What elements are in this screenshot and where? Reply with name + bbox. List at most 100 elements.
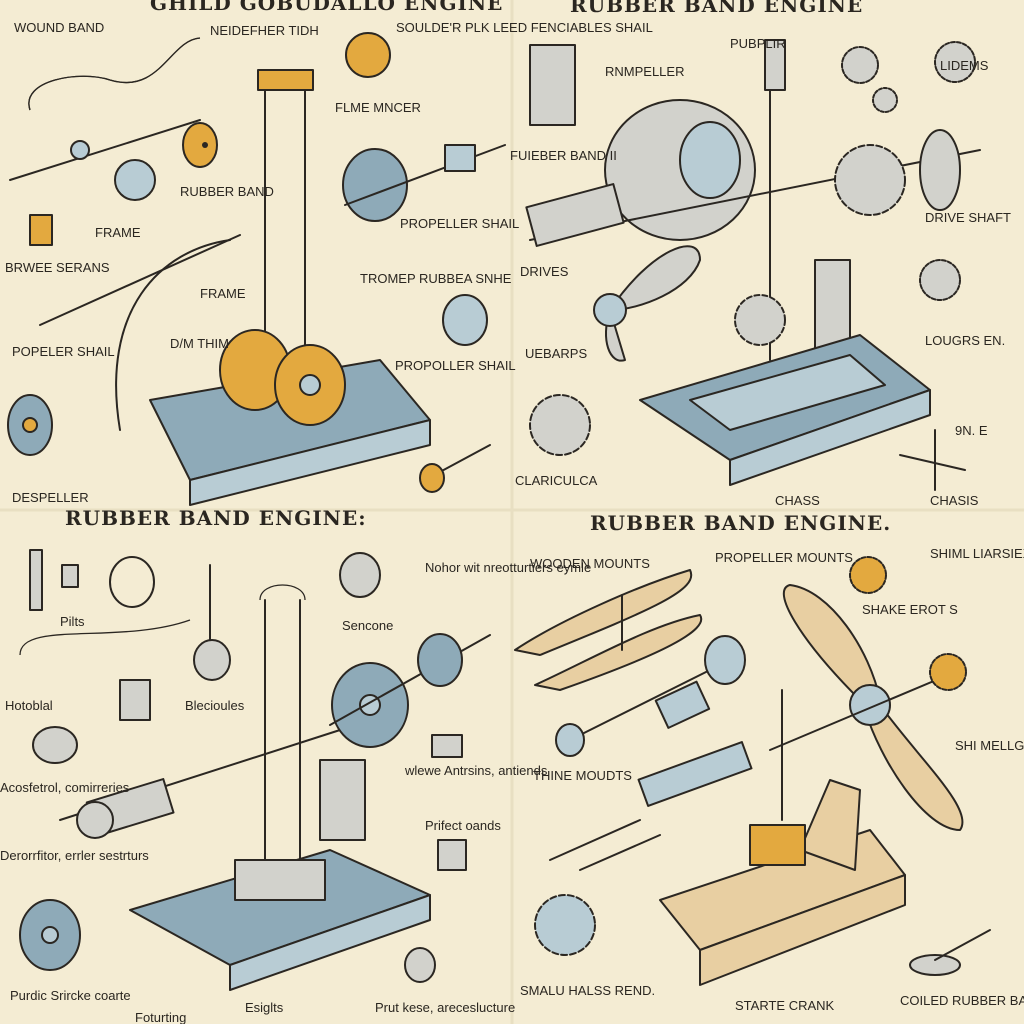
propeller-blade-icon [782,584,881,701]
cross-shaft-icon [899,454,966,471]
shaft-icon [9,119,201,181]
label-nohor: Nohor wit nreotturtiers eymle [425,560,591,575]
brass-fitting-icon [29,214,53,246]
top-bracket-icon [257,69,314,91]
chassis-base-side [729,389,931,486]
label-chass: CHASS [775,493,820,508]
label-shake-erot: SHAKE EROT S [862,602,958,617]
label-purdic: Purdic Srircke coarte [10,988,131,1003]
holder-icon [32,726,78,764]
wooden-mount-icon [514,569,693,656]
crank-icon [419,463,445,493]
label-frame-2: FRAME [200,286,246,301]
brass-block-icon [749,824,806,866]
label-popeler: POPELER SHAIL [12,344,115,359]
label-frame-1: FRAME [95,225,141,240]
label-drive-shaft: DRIVE SHAFT [925,210,1011,225]
label-smalu-halss: SMALU HALSS REND. [520,983,655,998]
label-wooden-mounts: WOODEN MOUNTS [530,556,650,571]
spool-right-icon [442,294,488,346]
label-prut-kese: Prut kese, areceslucture [375,1000,515,1015]
label-coiled-rubber-band: COILED RUBBER BAND [900,993,1024,1008]
knob-icon [404,947,436,983]
gear-center-icon [734,294,786,346]
label-propeller-shail-1: PROPELLER SHAIL [400,216,519,231]
label-propeller-mounts: PROPELLER MOUNTS [715,550,853,565]
label-dm-thim: D/M THIM [170,336,229,351]
drum-hub-icon [299,374,321,396]
panel-2: RUBBER BAND ENGINE PUBPL [510,0,1011,508]
label-despeller: DESPELLER [12,490,89,505]
wheel-hub-icon [22,417,38,433]
label-thine-moudts: THINE MOUDTS [533,768,632,783]
gear-icon [841,46,879,84]
wheel-bottom-hub-icon [41,926,59,944]
label-blecioules: Blecioules [185,698,245,713]
label-lougrs: LOUGRS EN. [925,333,1005,348]
label-prifect: Prifect oands [425,818,501,833]
cylinder-icon [319,759,366,841]
disc-hub-icon [679,121,741,199]
spool-icon [529,44,576,126]
bushing-icon [119,679,151,721]
cylinder-shaft-icon [637,741,753,807]
shaft-bushing-icon [70,140,90,160]
label-foturting: Foturting [135,1010,186,1024]
label-shiml: SHIML LIARSIEXER DI BALLAS B LNIS. [930,546,1024,561]
label-pubplir: PUBPLIR [730,36,786,51]
propeller-wheel-icon [342,148,408,222]
label-9n: 9N. E [955,423,988,438]
wooden-base-side [699,874,906,986]
gear-left-icon [529,394,591,456]
chassis-inner-icon [689,354,886,431]
label-claricu: CLARICULCA [515,473,598,488]
propeller-blade-2-icon [864,704,964,831]
label-uebarps: UEBARPS [525,346,587,361]
panel-1: GHILD GOBUDALLO ENGINE [5,0,653,506]
label-derorrfitor: Derorrfitor, errler sestrturs [0,848,149,863]
coiled-rubber-band-icon [909,954,961,976]
coil-lead-icon [934,929,991,961]
gear-right-icon [919,259,961,301]
eye-bolt-icon [193,639,231,681]
shaft-wheel-icon [704,635,746,685]
label-acosfetrol: Acosfetrol, comirreries [0,780,130,795]
flywheel-shaft-icon [329,634,491,726]
clamp-icon [431,734,463,758]
panel-3-title: RUBBER BAND ENGINE: [65,506,367,530]
frame-arc-outline [115,239,231,431]
wheel-right-icon [417,633,463,687]
panel-1-title: GHILD GOBUDALLO ENGINE [150,0,503,15]
label-pilts: Pilts [60,614,85,629]
label-flme-mncer: FLME MNCER [335,100,421,115]
nut-icon [61,564,79,588]
rod-icon [549,819,641,861]
propeller-icon [593,293,627,327]
dot-marker [202,142,208,148]
label-chasis: CHASIS [930,493,979,508]
label-fuieber: FUIEBER BAND II [510,148,617,163]
gear-right-icon [929,653,967,691]
label-tromep: TROMEP RUBBEA SNHE [360,271,512,286]
engine-block-icon [234,859,326,901]
spool-icon [114,159,156,201]
drive-gear-icon [834,144,906,216]
upright-arch-icon [259,584,306,601]
small-gear-icon [534,894,596,956]
wooden-mount-2-icon [534,614,703,691]
rod-cap-icon [764,39,786,91]
label-hotoblal: Hotoblal [5,698,53,713]
panel-2-title: RUBBER BAND ENGINE [570,0,863,17]
gear-lidems-icon [934,41,976,83]
ring-icon [109,556,155,608]
panel-4-title: RUBBER BAND ENGINE. [590,511,891,535]
gear-icon [849,556,887,594]
shaft-collar-icon [555,723,585,757]
shaft-coupler-icon [444,144,476,172]
long-shaft-icon [39,234,241,326]
propeller-shaft-icon [344,144,506,206]
label-rubber-band: RUBBER BAND [180,184,274,199]
label-wound-band: WOUND BAND [14,20,104,35]
